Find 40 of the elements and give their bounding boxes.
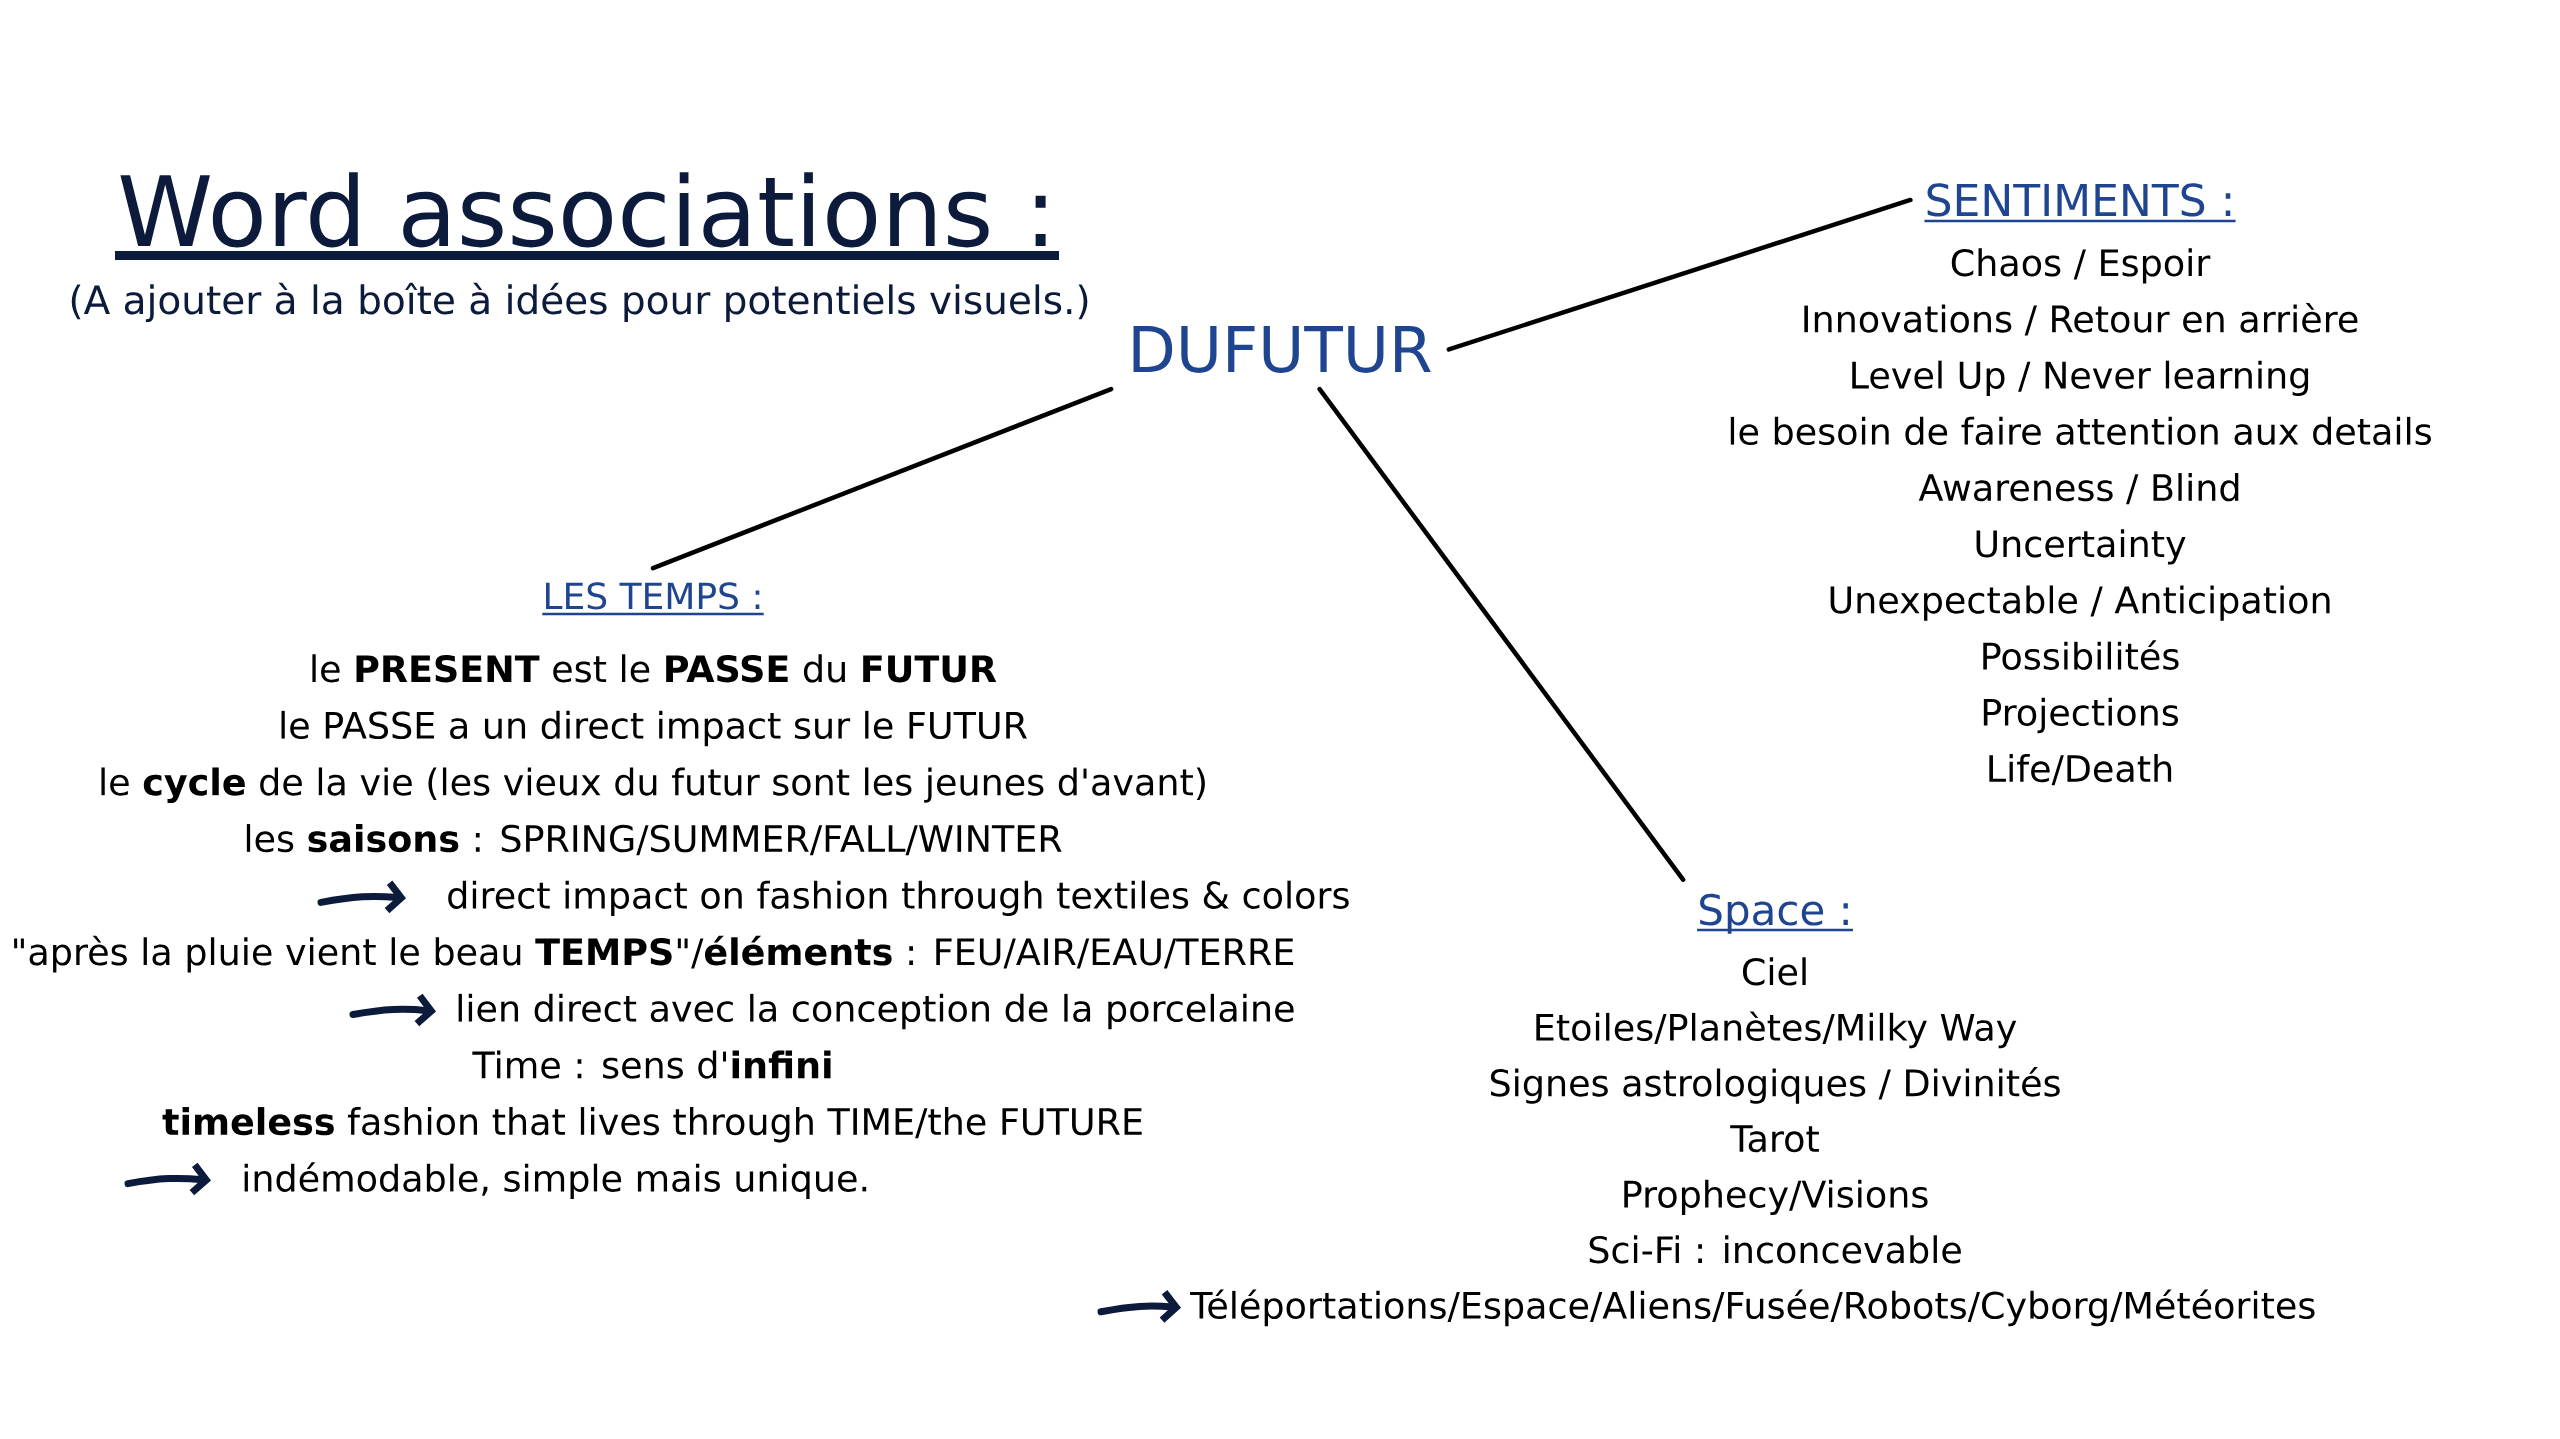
list-item: Life/Death [1989,754,2172,786]
list-item: Tarot [1730,1125,1819,1153]
list-item: Sci-Fi : inconcevable [1589,1235,1961,1264]
section-heading: Space : [1697,893,1853,934]
list-item: les saisons : SPRING/SUMMER/FALL/WINTER [246,824,1062,856]
list-item: Possibilités [1983,640,2179,670]
section-heading: LES TEMPS : [542,582,764,616]
list-item: Téléportations/Espace/Aliens/Fusée/Robots/Cyborg/Météorites [1190,1289,2315,1327]
list-item: Time : sens d'infini [472,1050,831,1079]
list-item: lien direct avec la conception de la porcelaine [458,993,1294,1030]
list-item: Unexpectable / Anticipation [1830,585,2330,621]
list-item: Etoiles/Planètes/Milky Way [1536,1011,2017,1049]
list-item: le besoin de faire attention aux details [1730,416,2431,446]
list-item: Chaos / Espoir [1951,248,2211,284]
list-item: "après la pluie vient le beau TEMPS"/éléments : FEU/AIR/EAU/TERRE [14,935,1294,973]
list-item: le PASSE a un direct impact sur le FUTUR [281,710,1027,747]
connector-line [1446,197,1913,352]
list-item: Innovations / Retour en arrière [1804,303,2358,336]
list-item: timeless fashion that lives through TIME/the FUTURE [162,1107,1142,1143]
list-item: Signes astrologiques / Divinités [1490,1067,2060,1104]
list-item: Level Up / Never learning [1852,360,2309,396]
list-item: direct impact on fashion through textiles & colors [448,880,1349,916]
title: Word associations : [115,172,1059,260]
list-item: Projections [1983,697,2179,734]
list-item: indémodable, simple mais unique. [244,1162,867,1199]
arrow [1097,1290,1181,1323]
arrow [317,880,406,914]
list-item: le cycle de la vie (les vieux du futur sont les jeunes d'avant) [101,767,1205,804]
section-heading: SENTIMENTS : [1924,183,2236,223]
list-item: le PRESENT est le PASSE du FUTUR [312,654,997,683]
connector-line [650,386,1114,571]
subtitle: (A ajouter à la boîte à idées pour potentiels visuels.) [71,282,1088,323]
central-topic: DUFUTUR [1133,326,1431,373]
list-item: Awareness / Blind [1918,473,2239,505]
list-item: Uncertainty [1976,529,2186,565]
list-item: Prophecy/Visions [1624,1179,1928,1215]
arrow [124,1162,211,1196]
connector-line [1317,386,1686,882]
list-item: Ciel [1742,957,1806,986]
arrow [349,993,436,1027]
